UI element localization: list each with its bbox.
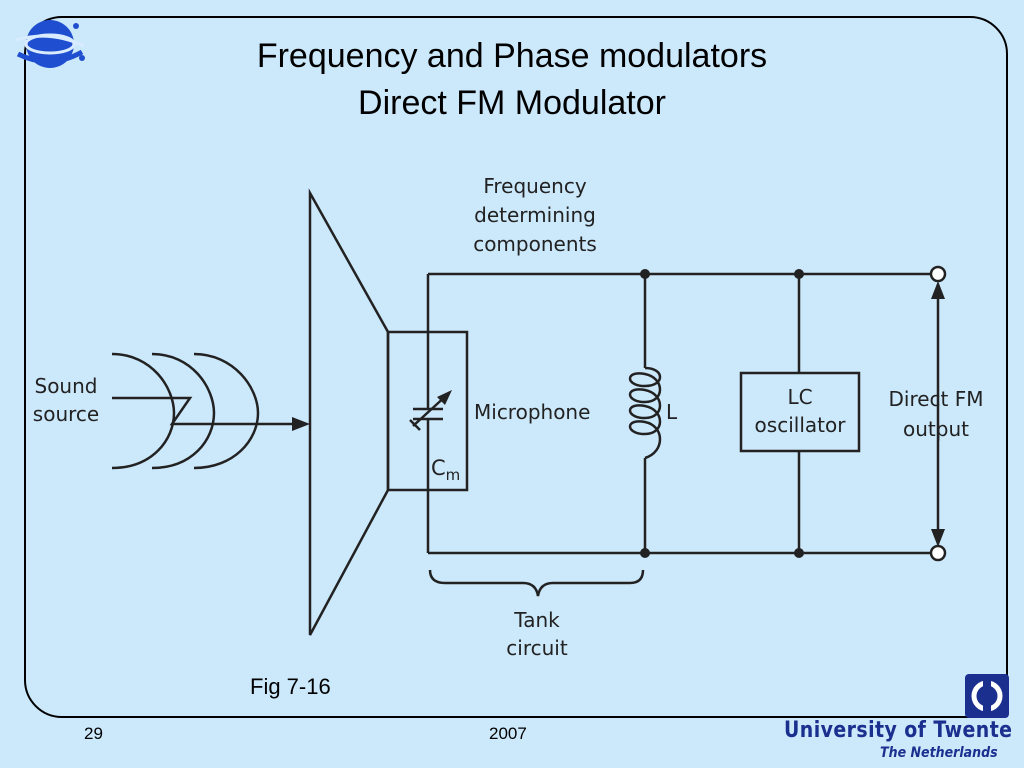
label-capacitor-sub: m xyxy=(446,466,461,484)
label-determining: determining xyxy=(474,203,596,227)
slide-year: 2007 xyxy=(489,724,527,743)
microphone-horn xyxy=(308,188,390,636)
slide-frame xyxy=(24,16,1008,718)
page-number: 29 xyxy=(84,724,103,743)
output-arrow-head-bottom xyxy=(931,529,945,547)
junction-bottom-oscillator xyxy=(794,548,804,558)
capacitor-variable-tick xyxy=(409,419,421,431)
slide-subtitle: Direct FM Modulator xyxy=(358,84,666,122)
label-capacitor: Cm xyxy=(431,456,460,484)
junction-bottom-inductor xyxy=(640,548,650,558)
university-logo-icon xyxy=(965,674,1009,718)
sound-signal-line xyxy=(112,396,300,426)
output-arrow-head-top xyxy=(931,281,945,299)
label-direct-fm: Direct FM xyxy=(889,387,984,411)
label-output: output xyxy=(903,417,969,441)
label-microphone: Microphone xyxy=(474,400,590,424)
slide-title: Frequency and Phase modulators xyxy=(256,37,768,75)
label-capacitor-main: C xyxy=(431,456,446,480)
sound-arrow-head xyxy=(292,417,310,431)
tank-circuit-brace xyxy=(428,569,645,597)
sound-wave-1 xyxy=(111,352,176,470)
output-terminal-bottom xyxy=(929,544,947,562)
label-tank: Tank xyxy=(513,608,560,632)
inductor-coil xyxy=(628,366,662,460)
label-lc: LC xyxy=(787,385,812,409)
label-circuit: circuit xyxy=(506,636,568,660)
capacitor-arrow-head xyxy=(437,390,452,405)
sound-wave-3 xyxy=(193,352,260,470)
label-oscillator: oscillator xyxy=(755,413,847,437)
junction-top-oscillator xyxy=(794,269,804,279)
sound-wave-2 xyxy=(151,352,216,470)
output-terminal-top xyxy=(929,265,947,283)
label-source: source xyxy=(33,402,99,426)
label-inductor: L xyxy=(666,400,678,424)
university-name: University of Twente xyxy=(784,718,1013,743)
junction-top-inductor xyxy=(640,269,650,279)
label-sound: Sound xyxy=(35,374,98,398)
figure-label: Fig 7-16 xyxy=(250,674,331,699)
globe-logo-icon xyxy=(15,20,85,68)
label-frequency: Frequency xyxy=(483,174,586,198)
label-components: components xyxy=(473,232,597,256)
university-subtitle: The Netherlands xyxy=(880,745,998,761)
